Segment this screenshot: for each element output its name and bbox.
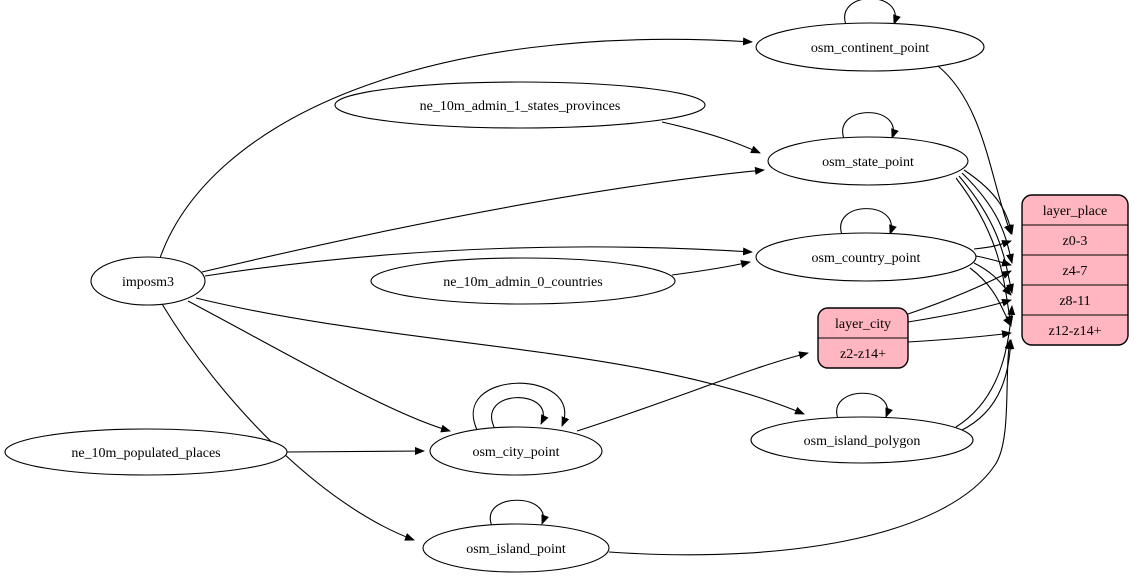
node-osm_island_point: osm_island_point [422, 523, 610, 573]
edge-layer_city-layer_place-z12-z14 [907, 330, 1012, 343]
imposm3-label: imposm3 [122, 275, 174, 290]
node-osm_city_point: osm_city_point [429, 426, 603, 476]
node-ne_10m_populated_places: ne_10m_populated_places [4, 428, 288, 476]
selfloop-osm_continent_point [844, 0, 901, 26]
osm_island_point-label: osm_island_point [466, 542, 566, 557]
osm_city_point-label: osm_city_point [472, 445, 559, 460]
layer_place-title: layer_place [1043, 204, 1108, 219]
osm_state_point-shape [767, 136, 969, 186]
node-osm_state_point: osm_state_point [767, 136, 969, 186]
edge-osm_state_point-layer_place-z8-11 [958, 175, 1014, 294]
edge-imposm3-osm_continent_point [159, 37, 753, 259]
node-osm_country_point: osm_country_point [755, 232, 977, 282]
osm_city_point-shape [429, 426, 603, 476]
selfloop-osm_city_point-inner [491, 397, 549, 430]
layer_place-row-z8-11: z8-11 [1059, 294, 1090, 309]
osm_island_point-shape [422, 523, 610, 573]
edge-osm_state_point-layer_place-z4-7 [961, 172, 1014, 264]
node-osm_island_polygon: osm_island_polygon [750, 416, 974, 464]
osm_country_point-label: osm_country_point [812, 251, 921, 266]
layer_city-row-z2-z14: z2-z14+ [840, 347, 886, 362]
edge-ne_10m_populated_places-osm_city_point [286, 447, 425, 456]
ne_10m_admin_1_states_provinces-shape [334, 81, 706, 129]
ne_10m_admin_1_states_provinces-label: ne_10m_admin_1_states_provinces [420, 99, 621, 114]
osm_continent_point-label: osm_continent_point [811, 41, 929, 56]
node-layer_city: layer_city z2-z14+ [817, 307, 909, 369]
selfloop-osm_city_point-outer [472, 382, 570, 433]
selfloop-osm_country_point [840, 208, 897, 236]
imposm3-shape [90, 256, 206, 306]
selfloop-osm_island_point [489, 499, 549, 527]
edge-osm_island_polygon-layer_place-z8-11 [955, 305, 1016, 428]
node-osm_continent_point: osm_continent_point [755, 22, 985, 72]
edge-imposm3-osm_city_point [187, 300, 451, 433]
edge-osm_island_polygon-layer_place-z12-z14 [959, 339, 1015, 432]
edge-ne_10m_admin_0_countries-osm_country_point [671, 260, 751, 276]
edge-layer_city-layer_place-z4-7 [907, 270, 1012, 315]
edge-osm_country_point-layer_place-z12-z14 [969, 267, 1012, 327]
edge-osm_state_point-layer_place-z0-3 [963, 169, 1014, 235]
osm_country_point-shape [755, 232, 977, 282]
ne_10m_populated_places-shape [4, 428, 288, 476]
node-imposm3: imposm3 [90, 256, 206, 306]
edge-osm_island_point-layer_place-z12-z14 [608, 339, 1013, 556]
edge-imposm3-osm_country_point [204, 246, 753, 277]
osm_continent_point-shape [755, 22, 985, 72]
osm_island_polygon-label: osm_island_polygon [804, 434, 921, 449]
edge-osm_continent_point-layer_place-z0-3 [937, 65, 1012, 235]
ne_10m_admin_0_countries-shape [370, 257, 676, 305]
layer_place-row-z12-z14: z12-z14+ [1049, 324, 1102, 339]
layer_city-title: layer_city [835, 317, 891, 332]
layer_place-row-z0-3: z0-3 [1063, 234, 1088, 249]
selfloop-osm_state_point [842, 112, 899, 140]
edge-imposm3-osm_island_polygon [195, 297, 805, 415]
node-layer_place: layer_place z0-3 z4-7 z8-11 z12-z14+ [1021, 194, 1129, 346]
layer_place-row-z4-7: z4-7 [1063, 264, 1088, 279]
osm_island_polygon-shape [750, 416, 974, 464]
edge-osm_country_point-layer_place-z4-7 [975, 255, 1012, 267]
ne_10m_populated_places-label: ne_10m_populated_places [71, 446, 220, 461]
edge-imposm3-osm_state_point [201, 166, 765, 273]
osm_state_point-label: osm_state_point [822, 155, 914, 170]
edge-layer_city-layer_place-z8-11 [907, 298, 1012, 323]
node-ne_10m_admin_1_states_provinces: ne_10m_admin_1_states_provinces [334, 81, 706, 129]
edge-osm_city_point-layer_city-z2-z14 [576, 351, 809, 432]
node-ne_10m_admin_0_countries: ne_10m_admin_0_countries [370, 257, 676, 305]
edge-imposm3-osm_island_point [161, 303, 415, 541]
layer_place-shape [1021, 194, 1129, 346]
selfloop-osm_island_polygon [836, 392, 893, 420]
edge-osm_country_point-layer_place-z8-11 [973, 262, 1012, 296]
edge-ne_10m_admin_1_states_provinces-osm_state_point [661, 121, 761, 154]
edge-osm_country_point-layer_place-z0-3 [973, 240, 1012, 250]
ne_10m_admin_0_countries-label: ne_10m_admin_0_countries [443, 275, 602, 290]
